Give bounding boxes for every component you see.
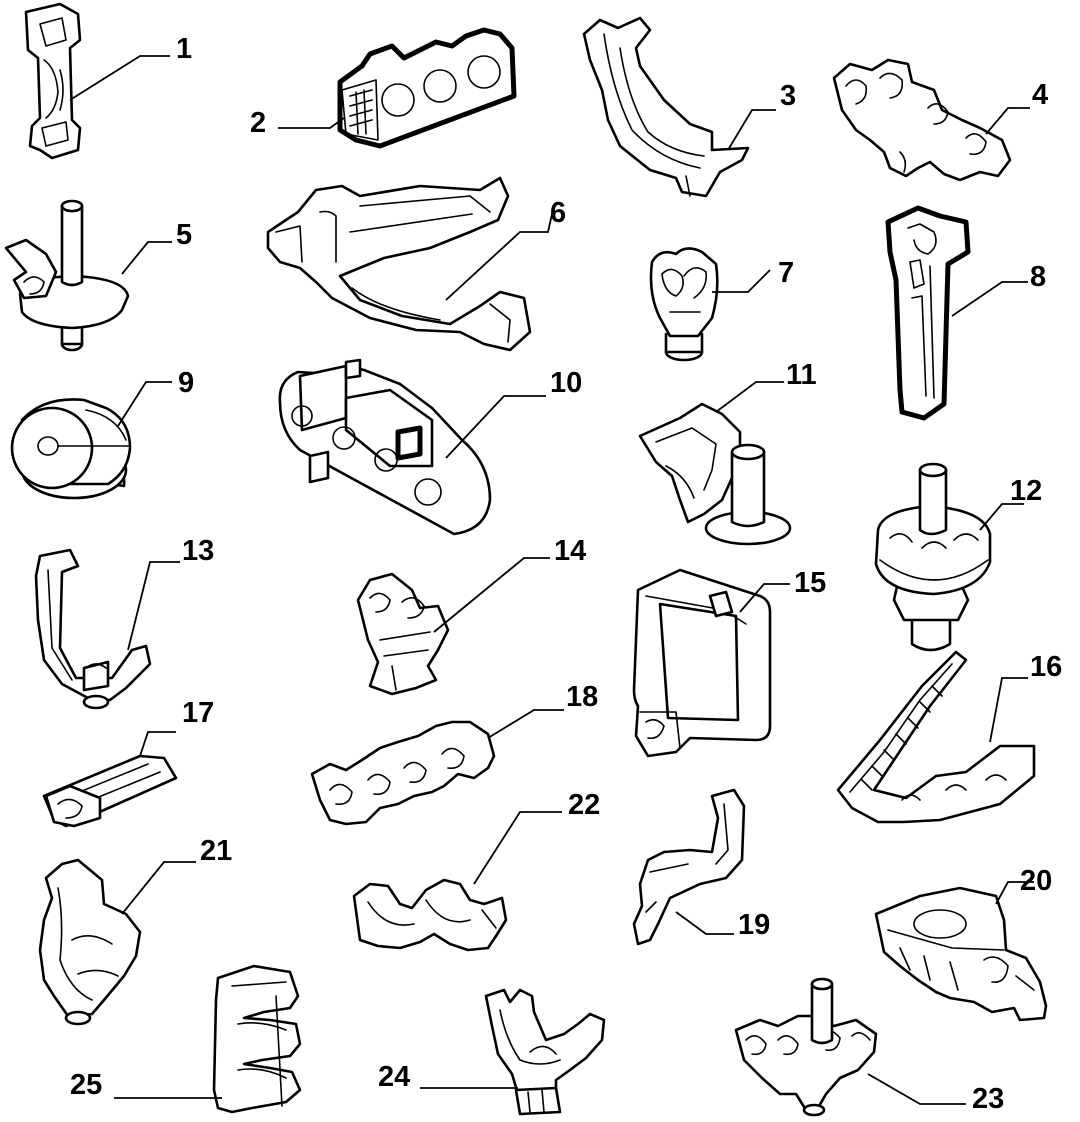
leader-19 <box>675 911 734 935</box>
part-1-vertical-clip <box>24 2 82 160</box>
part-21-open-hook-clip <box>38 858 142 1026</box>
leader-15 <box>739 583 790 613</box>
callout-10: 10 <box>550 367 582 399</box>
part-8-long-vertical-clip <box>885 205 971 421</box>
part-11-clip-with-stud <box>638 402 792 546</box>
callout-1: 1 <box>176 33 192 65</box>
leader-1 <box>69 55 170 101</box>
part-12-round-base-clip <box>874 462 992 652</box>
part-18-chain-clip <box>310 720 496 826</box>
callout-14: 14 <box>554 535 586 567</box>
leader-6 <box>445 213 553 301</box>
part-20-block-housing <box>874 886 1048 1022</box>
callout-15: 15 <box>794 567 826 599</box>
callout-5: 5 <box>176 219 192 251</box>
part-7-heart-clip <box>649 247 719 362</box>
leader-10 <box>445 395 546 459</box>
part-23-triple-clip-stud <box>734 977 878 1117</box>
part-10-four-hole-block <box>278 358 492 536</box>
leader-16 <box>989 677 1028 743</box>
callout-7: 7 <box>778 257 794 289</box>
callout-25: 25 <box>70 1069 102 1101</box>
leader-13 <box>127 561 180 651</box>
leader-17 <box>139 731 176 757</box>
callout-20: 20 <box>1020 865 1052 897</box>
part-4-clip-chain <box>832 58 1012 182</box>
callout-8: 8 <box>1030 261 1046 293</box>
leader-9 <box>117 381 172 427</box>
leader-2 <box>278 117 345 129</box>
leader-21 <box>121 861 196 915</box>
part-13-wire-clip <box>34 548 152 710</box>
callout-24: 24 <box>378 1061 410 1093</box>
leader-12 <box>979 503 1024 531</box>
part-19-bent-bracket <box>632 788 746 946</box>
callout-9: 9 <box>178 367 194 399</box>
leader-11 <box>715 381 784 413</box>
part-24-y-clip-base <box>484 988 606 1116</box>
callout-2: 2 <box>250 107 266 139</box>
leader-14 <box>433 557 550 633</box>
callout-21: 21 <box>200 835 232 867</box>
callout-17: 17 <box>182 697 214 729</box>
callout-19: 19 <box>738 909 770 941</box>
leader-7 <box>712 269 771 293</box>
part-9-grommet <box>10 398 132 500</box>
part-16-ladder-strap <box>836 650 1036 824</box>
part-15-square-frame <box>632 568 772 758</box>
callout-6: 6 <box>550 197 566 229</box>
part-2-multi-pipe-holder <box>337 27 517 149</box>
leader-8 <box>951 281 1028 317</box>
leader-18 <box>487 709 564 739</box>
part-14-stacked-clip <box>356 572 450 696</box>
leader-22 <box>473 811 562 885</box>
leader-23 <box>867 1073 966 1105</box>
part-25-comb-holder <box>212 964 302 1114</box>
callout-22: 22 <box>568 789 600 821</box>
part-22-double-saddle <box>352 878 508 952</box>
callout-12: 12 <box>1010 475 1042 507</box>
part-17-slide-clip <box>42 754 178 828</box>
callout-3: 3 <box>780 80 796 112</box>
leader-3 <box>727 109 776 151</box>
callout-16: 16 <box>1030 651 1062 683</box>
part-6-harness-bracket <box>266 176 532 352</box>
callout-18: 18 <box>566 681 598 713</box>
part-3-saddle-clamp <box>582 16 750 198</box>
part-5-stud-base-clip <box>4 199 130 352</box>
callout-4: 4 <box>1032 79 1048 111</box>
leader-4 <box>985 107 1030 135</box>
callout-13: 13 <box>182 535 214 567</box>
callout-11: 11 <box>786 359 817 391</box>
callout-23: 23 <box>972 1083 1004 1115</box>
leader-20 <box>995 881 1034 905</box>
leader-5 <box>121 241 172 275</box>
